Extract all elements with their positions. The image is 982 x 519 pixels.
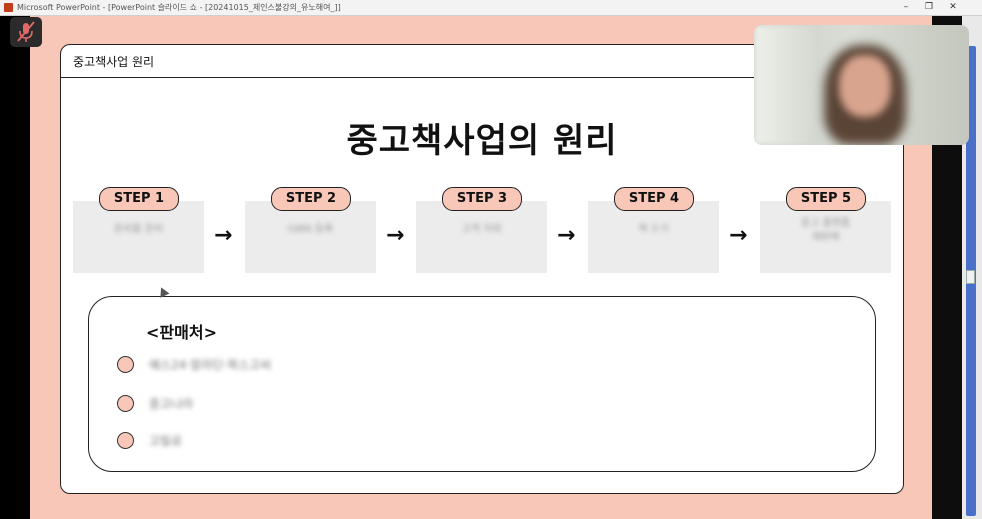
step-box: 중고 플랫폼 재판매 — [760, 201, 891, 273]
arrow-icon: → — [557, 223, 576, 248]
webcam-overlay[interactable] — [754, 25, 969, 145]
left-margin — [0, 16, 30, 519]
step-box: 준비물 준비 — [73, 201, 204, 273]
bullet-icon — [117, 395, 134, 412]
arrow-icon: → — [386, 223, 405, 248]
window-titlebar: Microsoft PowerPoint - [PowerPoint 슬라이드 … — [0, 0, 982, 16]
arrow-icon: → — [214, 223, 233, 248]
step-description: ISBN 등록 — [287, 224, 334, 235]
step-description: 고객 의뢰 — [461, 224, 502, 235]
step-description: 준비물 준비 — [113, 224, 164, 235]
powerpoint-icon — [4, 3, 13, 12]
webcam-background — [754, 25, 814, 145]
mic-muted-icon — [17, 21, 35, 42]
step-box: ISBN 등록 — [245, 201, 376, 273]
arrow-icon: → — [729, 223, 748, 248]
webcam-person-face — [839, 55, 891, 117]
seller-name: 고릴로 — [149, 434, 183, 448]
step-description: 책 수거 — [638, 224, 669, 235]
slide-header-bar: 중고책사업 원리 — [61, 45, 903, 78]
scroll-grip-icon[interactable] — [966, 270, 975, 284]
restore-button[interactable]: ❐ — [924, 2, 934, 12]
seller-heading: <판매처> — [146, 323, 217, 342]
seller-section: <판매처> 예스24·알라딘·북스고씨 중고나라 고릴로 — [88, 296, 876, 472]
seller-name: 중고나라 — [149, 397, 194, 411]
mute-microphone-button[interactable] — [10, 17, 42, 47]
step-label: STEP 4 — [614, 187, 694, 211]
step-description: 중고 플랫폼 재판매 — [800, 218, 851, 243]
seller-name: 예스24·알라딘·북스고씨 — [149, 358, 272, 372]
slide-main-title: 중고책사업의 원리 — [346, 121, 618, 161]
minimize-button[interactable]: – — [903, 2, 909, 12]
step-box: 책 수거 — [588, 201, 719, 273]
step-label: STEP 5 — [786, 187, 866, 211]
window-title: Microsoft PowerPoint - [PowerPoint 슬라이드 … — [17, 3, 341, 12]
step-label: STEP 3 — [442, 187, 522, 211]
step-box: 고객 의뢰 — [416, 201, 547, 273]
step-label: STEP 2 — [271, 187, 351, 211]
slide-header-title: 중고책사업 원리 — [73, 55, 155, 69]
close-button[interactable]: ✕ — [949, 2, 957, 12]
step-label: STEP 1 — [99, 187, 179, 211]
bullet-icon — [117, 432, 134, 449]
bullet-icon — [117, 356, 134, 373]
